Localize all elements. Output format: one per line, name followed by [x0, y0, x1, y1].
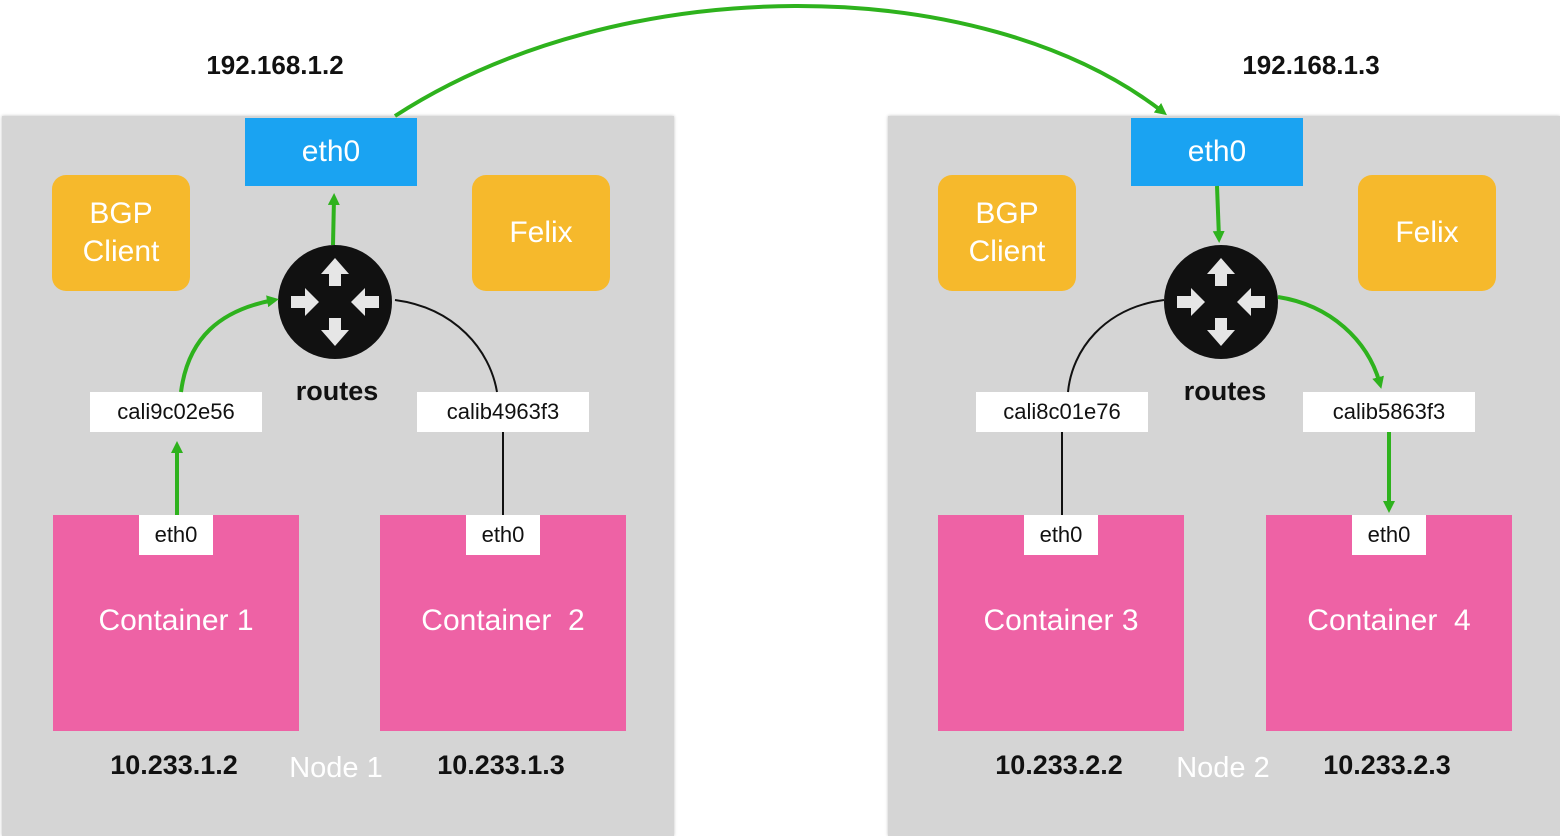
container-3: eth0 Container 3	[938, 515, 1184, 731]
container-1-label: Container 1	[98, 604, 254, 637]
node-2-router-arrows-icon	[1177, 258, 1265, 346]
flow-arrow-eth0-to-router-2	[1212, 185, 1225, 243]
node-2-eth0: eth0	[1131, 118, 1303, 186]
flow-arrow-node-1-to-node-2	[393, 4, 1167, 118]
flow-arrow-router-2-to-iface	[1277, 295, 1384, 389]
flow-arrow-iface-to-router-1	[179, 295, 279, 393]
container-4-eth0: eth0	[1352, 515, 1426, 555]
node-2-label: Node 2	[1176, 752, 1270, 784]
container-4-ip: 10.233.2.3	[1323, 750, 1451, 780]
container-1: eth0 Container 1	[53, 515, 299, 731]
node-1-label: Node 1	[289, 752, 383, 784]
container-2-eth0: eth0	[466, 515, 540, 555]
container-2-ip: 10.233.1.3	[437, 750, 565, 780]
bgp-label-line2: Client	[968, 235, 1046, 268]
node-2-router-to-left-iface-line	[1067, 299, 1165, 393]
container-3-ip: 10.233.2.2	[995, 750, 1123, 780]
flow-arrow-router-1-to-eth0	[327, 193, 340, 246]
container-2-label: Container 2	[421, 604, 585, 637]
node-2-right-iface: calib5863f3	[1303, 392, 1475, 432]
node-2-bgp-client: BGP Client	[938, 175, 1076, 291]
node-2-host-ip: 192.168.1.3	[1242, 50, 1380, 80]
node-2-felix: Felix	[1358, 175, 1496, 291]
bgp-label-line1: BGP	[89, 197, 153, 230]
node-1-left-iface: cali9c02e56	[90, 392, 262, 432]
container-4-label: Container 4	[1307, 604, 1471, 637]
bgp-label-line2: Client	[82, 235, 160, 268]
node-1-router-to-right-iface-line	[394, 299, 498, 393]
node-2-left-iface: cali8c01e76	[976, 392, 1148, 432]
node-1-host-ip: 192.168.1.2	[206, 50, 344, 80]
container-2: eth0 Container 2	[380, 515, 626, 731]
node-1-felix: Felix	[472, 175, 610, 291]
node-1-right-iface: calib4963f3	[417, 392, 589, 432]
node-1-router-arrows-icon	[291, 258, 379, 346]
node-2-routes-label: routes	[1183, 376, 1267, 406]
node-1-routes-label: routes	[295, 376, 379, 406]
container-3-eth0: eth0	[1024, 515, 1098, 555]
node-1-eth0: eth0	[245, 118, 417, 186]
container-3-label: Container 3	[983, 604, 1139, 637]
node-1-bgp-client: BGP Client	[52, 175, 190, 291]
container-1-eth0: eth0	[139, 515, 213, 555]
container-4: eth0 Container 4	[1266, 515, 1512, 731]
bgp-label-line1: BGP	[975, 197, 1039, 230]
container-1-ip: 10.233.1.2	[110, 750, 238, 780]
